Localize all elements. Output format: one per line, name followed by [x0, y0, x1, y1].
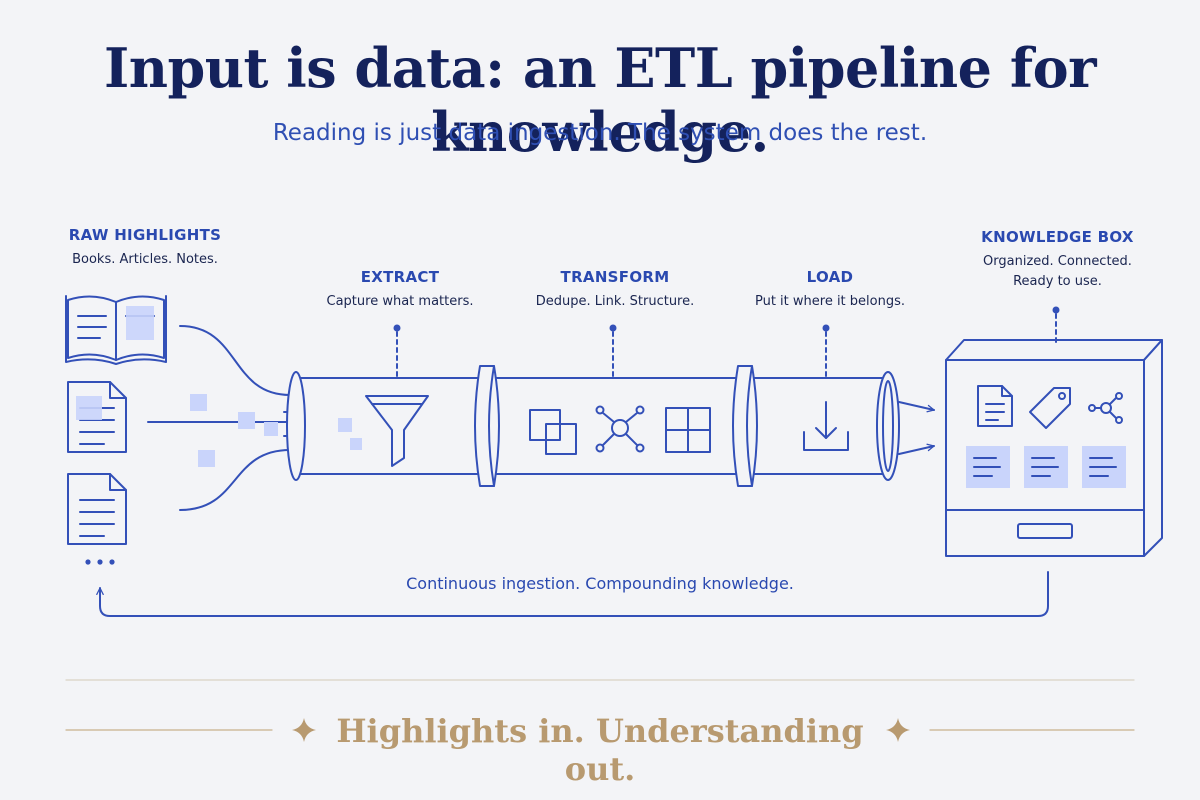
extract-caption: Capture what matters. — [326, 294, 474, 309]
extract-label: EXTRACT Capture what matters. — [300, 268, 500, 312]
knowledge-card — [1024, 446, 1068, 488]
document-icon — [67, 381, 127, 453]
pipe-flange — [732, 365, 758, 487]
document-icon — [977, 385, 1013, 427]
raw-highlights-caption: Books. Articles. Notes. — [72, 252, 218, 267]
knowledge-box-label: KNOWLEDGE BOX Organized. Connected. Read… — [950, 228, 1165, 292]
knowledge-box-caption-line-2: Ready to use. — [1013, 274, 1102, 289]
load-heading: LOAD — [806, 268, 854, 286]
raw-highlights-heading: RAW HIGHLIGHTS — [68, 226, 222, 244]
open-book-icon — [65, 295, 167, 365]
page-subtitle: Reading is just data ingestion. The syst… — [272, 120, 928, 146]
download-tray-icon — [803, 401, 849, 451]
knowledge-card — [966, 446, 1010, 488]
knowledge-box — [945, 339, 1163, 557]
knowledge-box-heading: KNOWLEDGE BOX — [981, 228, 1134, 246]
load-caption: Put it where it belongs. — [754, 294, 906, 309]
document-icon — [67, 473, 127, 545]
stage-pointer — [609, 324, 617, 379]
knowledge-box-caption: Organized. Connected. Ready to use. — [950, 252, 1165, 292]
network-icon — [595, 405, 645, 453]
funnel-icon — [365, 395, 429, 467]
input-streams — [147, 325, 291, 511]
tag-icon — [1029, 387, 1071, 429]
knowledge-box-caption-line-1: Organized. Connected. — [983, 254, 1132, 269]
raw-highlights-label: RAW HIGHLIGHTS Books. Articles. Notes. — [55, 226, 235, 270]
feedback-caption: Continuous ingestion. Compounding knowle… — [406, 574, 794, 593]
transform-label: TRANSFORM Dedupe. Link. Structure. — [505, 268, 725, 312]
network-icon — [1088, 392, 1123, 424]
extract-heading: EXTRACT — [360, 268, 440, 286]
transform-caption: Dedupe. Link. Structure. — [535, 294, 695, 309]
transform-heading: TRANSFORM — [560, 268, 670, 286]
stage-pointer — [393, 324, 401, 379]
knowledge-card — [1082, 446, 1126, 488]
overlap-squares-icon — [529, 409, 577, 455]
page-title: Input is data: an ETL pipeline for knowl… — [103, 36, 1097, 164]
output-arrows — [898, 401, 935, 455]
feedback-loop-arrow — [96, 571, 1049, 617]
star-sparkle-icon — [886, 718, 910, 742]
grid-icon — [665, 407, 711, 453]
pipeline-pipe — [286, 371, 900, 481]
star-sparkle-icon — [292, 718, 316, 742]
stage-pointer — [822, 324, 830, 379]
footer-tagline: Highlights in. Understanding out. — [336, 712, 864, 788]
load-label: LOAD Put it where it belongs. — [735, 268, 925, 312]
pipe-flange — [474, 365, 500, 487]
more-sources-ellipsis — [85, 559, 115, 565]
extract-particles — [338, 418, 362, 450]
